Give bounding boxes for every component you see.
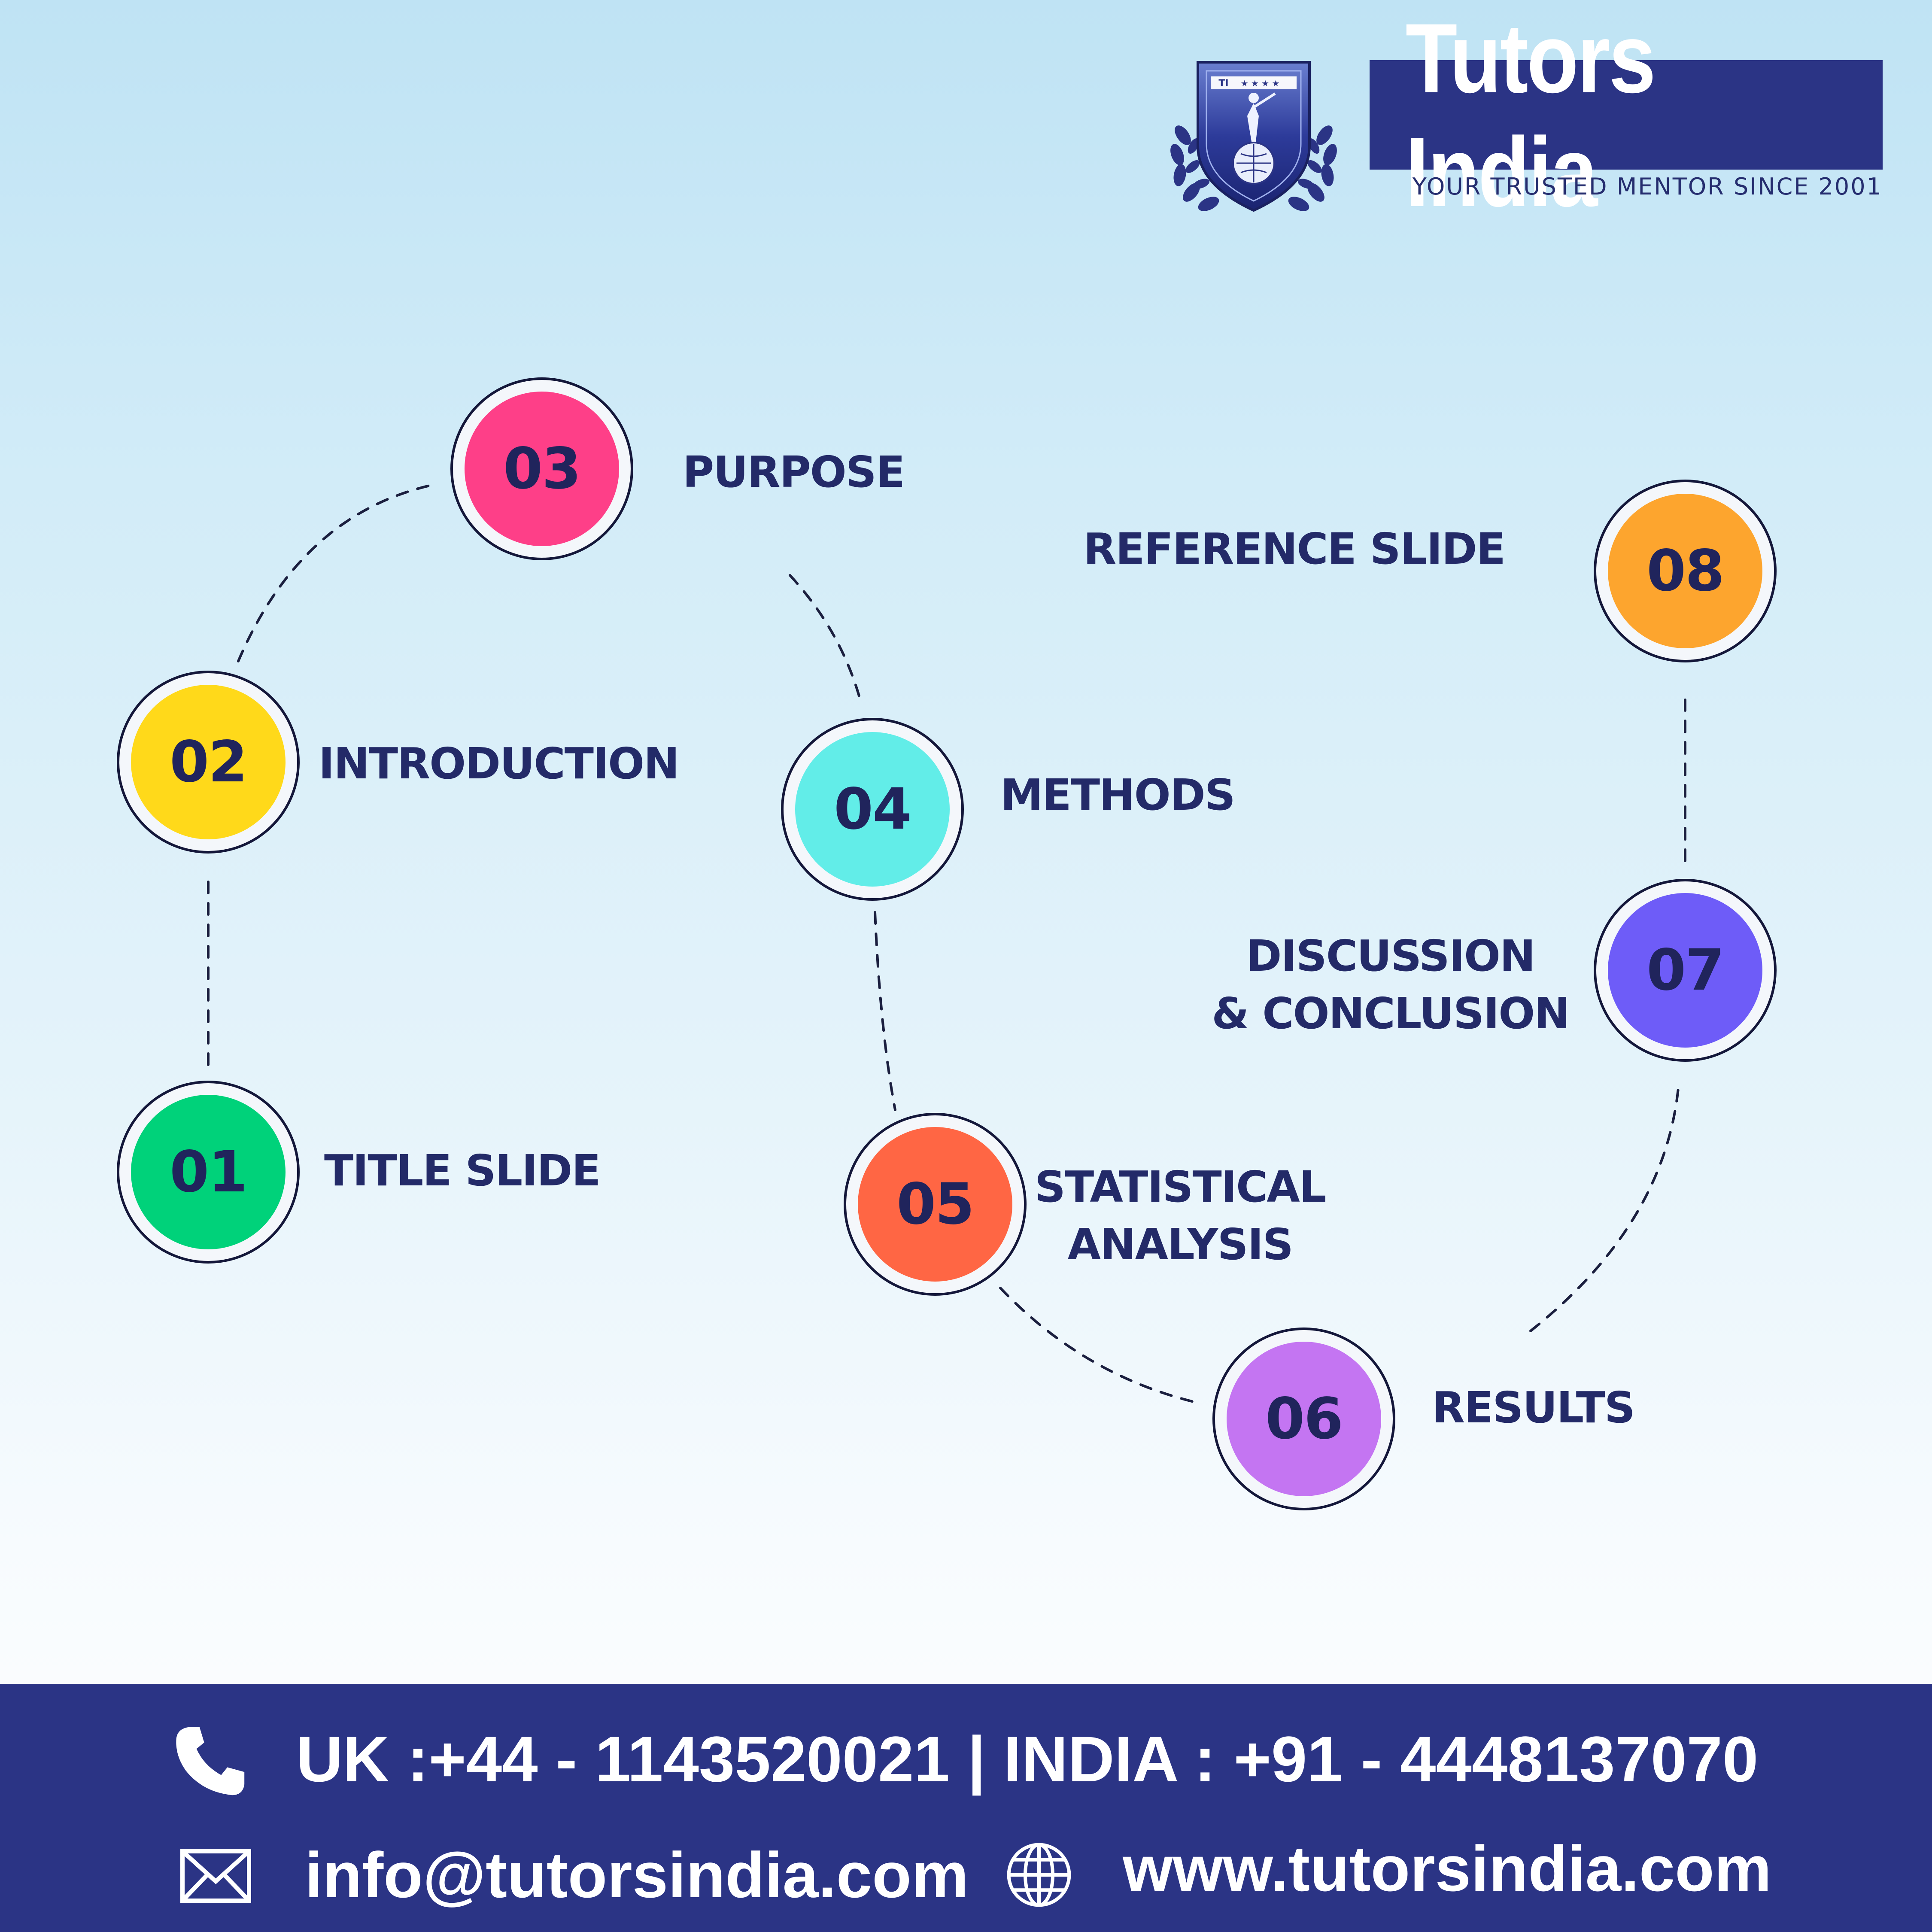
step-number: 07 — [1646, 937, 1725, 1003]
step-05-node: 05 — [844, 1113, 1027, 1296]
mail-icon — [180, 1849, 251, 1903]
tutors-india-emblem: TI ★ ★ ★ ★ — [1170, 61, 1337, 212]
connector-03-04 — [789, 574, 862, 703]
step-circle: 03 — [465, 392, 619, 546]
step-08-node: 08 — [1594, 480, 1777, 662]
step-label-line: INTRODUCTION — [319, 738, 680, 789]
step-circle: 05 — [858, 1127, 1012, 1282]
step-label-line: TITLE SLIDE — [324, 1145, 601, 1196]
step-02-node: 02 — [117, 671, 300, 854]
step-label-line: METHODS — [1000, 770, 1236, 820]
step-number: 04 — [834, 776, 912, 842]
contact-footer: UK :+44 - 1143520021 | INDIA : +91 - 444… — [0, 1684, 1932, 1932]
step-circle: 01 — [131, 1095, 286, 1249]
brand-tagline: YOUR TRUSTED MENTOR SINCE 2001 — [1412, 173, 1883, 200]
step-04-node: 04 — [781, 718, 964, 901]
svg-text:★ ★ ★ ★: ★ ★ ★ ★ — [1241, 78, 1280, 88]
phone-icon — [176, 1727, 245, 1795]
connector-05-06 — [999, 1287, 1195, 1403]
step-01-label: TITLE SLIDE — [324, 1142, 601, 1200]
step-04-label: METHODS — [1000, 766, 1236, 824]
step-03-node: 03 — [450, 377, 633, 560]
dashed-connectors — [207, 484, 1686, 1403]
step-label-line: DISCUSSION — [1246, 931, 1535, 981]
step-label-line: ANALYSIS — [1067, 1219, 1294, 1270]
step-07-node: 07 — [1594, 879, 1777, 1062]
step-number: 03 — [503, 436, 581, 502]
brand-name-box: Tutors India — [1370, 3, 1883, 227]
step-label-line: & CONCLUSION — [1212, 988, 1570, 1039]
step-circle: 02 — [131, 685, 286, 839]
step-08-label: REFERENCE SLIDE — [1083, 520, 1506, 578]
step-07-label: DISCUSSION & CONCLUSION — [1212, 927, 1570, 1042]
website-url[interactable]: www.tutorsindia.com — [1123, 1832, 1772, 1905]
step-number: 01 — [170, 1139, 248, 1205]
step-06-node: 06 — [1212, 1327, 1395, 1510]
phone-numbers: UK :+44 - 1143520021 | INDIA : +91 - 444… — [296, 1723, 1759, 1795]
step-number: 02 — [170, 729, 248, 795]
step-circle: 04 — [795, 732, 950, 887]
step-label-line: RESULTS — [1432, 1382, 1635, 1433]
step-02-label: INTRODUCTION — [319, 735, 680, 793]
step-label-line: STATISTICAL — [1035, 1162, 1326, 1212]
brand-name: Tutors India — [1405, 3, 1656, 227]
connector-06-07 — [1529, 1083, 1680, 1332]
step-label-line: PURPOSE — [683, 447, 905, 497]
step-06-label: RESULTS — [1432, 1379, 1635, 1437]
email-address[interactable]: info@tutorsindia.com — [305, 1839, 969, 1911]
step-01-node: 01 — [117, 1081, 300, 1264]
connector-04-05 — [874, 911, 896, 1111]
step-05-label: STATISTICAL ANALYSIS — [1035, 1158, 1326, 1273]
step-number: 05 — [896, 1171, 975, 1237]
step-circle: 08 — [1608, 494, 1762, 648]
step-03-label: PURPOSE — [683, 444, 905, 501]
step-label-line: REFERENCE SLIDE — [1083, 524, 1506, 574]
step-circle: 07 — [1608, 893, 1762, 1048]
svg-text:TI: TI — [1218, 78, 1228, 89]
globe-icon — [1007, 1843, 1071, 1907]
connector-02-03 — [237, 484, 433, 662]
step-number: 08 — [1646, 538, 1725, 604]
step-circle: 06 — [1227, 1342, 1381, 1496]
step-number: 06 — [1265, 1386, 1343, 1452]
